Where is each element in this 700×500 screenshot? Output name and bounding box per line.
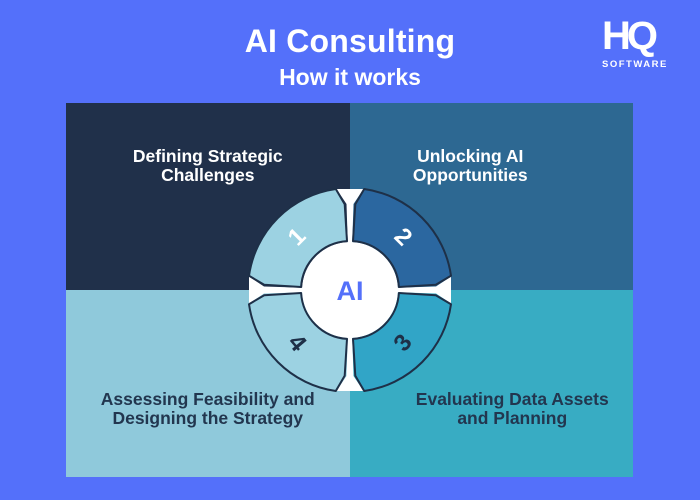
cycle-segment-3 [352, 292, 452, 392]
quadrant-1-label: Defining Strategic Challenges [132, 146, 283, 185]
gap-arrow-left [249, 276, 304, 304]
gap-arrow-right [396, 276, 451, 304]
cycle-segment-4 [248, 292, 348, 392]
header: AI Consulting How it works [0, 23, 700, 90]
cycle-segment-2 [352, 188, 452, 288]
logo-brand-mark: HQ [602, 14, 658, 58]
logo-wordmark: SOFTWARE [602, 59, 668, 70]
gap-arrow-top [336, 189, 364, 244]
cycle-segment-1 [248, 188, 348, 288]
quadrant-4-label: Assessing Feasibility and Designing the … [100, 389, 315, 428]
quadrant-2-label: Unlocking AI Opportunities [412, 146, 528, 185]
hqsoftware-logo: HQ SOFTWARE [602, 16, 682, 70]
page-subtitle: How it works [279, 63, 421, 90]
quadrant-3-label: Evaluating Data Assets and Planning [415, 389, 609, 428]
quadrant-1-defining-strategic-challenges: Defining Strategic Challenges [66, 103, 350, 290]
process-cycle-diagram: 1 2 3 4 AI [248, 188, 452, 392]
page-title: AI Consulting [244, 23, 456, 59]
gap-arrow-bottom [336, 336, 364, 391]
center-hub-label: AI [337, 276, 364, 306]
center-hub-circle [302, 242, 398, 338]
